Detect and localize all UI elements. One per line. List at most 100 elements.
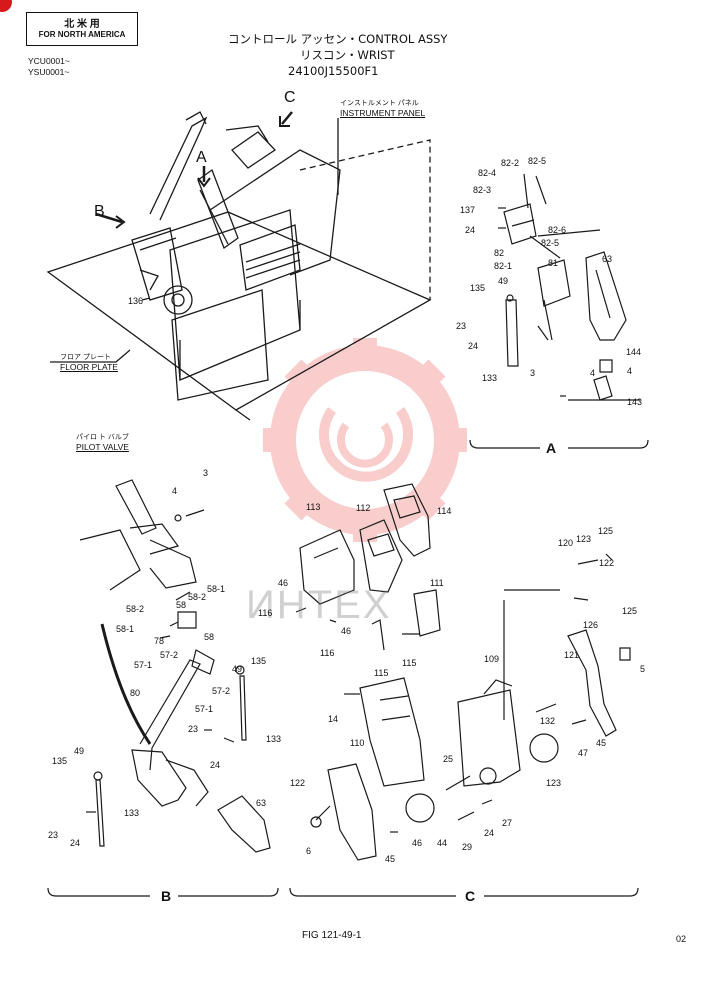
callout-section-a-82-1: 82-1 (494, 261, 513, 271)
instrument-panel-jp: インストルメント パネル (340, 100, 419, 107)
view-c-label: C (284, 89, 296, 106)
callout-section-c-120: 120 (558, 538, 574, 548)
callout-section-c-111: 111 (430, 578, 444, 588)
callout-section-a-82-2: 82-2 (501, 158, 520, 168)
section-a-title: A (542, 441, 561, 455)
callout-section-a-82: 82 (494, 248, 505, 258)
callout-section-b-58-2: 58-2 (126, 604, 145, 614)
callout-section-b-23: 23 (188, 724, 199, 734)
instrument-panel-en: INSTRUMENT PANEL (340, 108, 426, 118)
callout-overview-136: 136 (128, 296, 144, 306)
callout-section-b-3: 3 (203, 468, 209, 478)
callout-section-a-82-5: 82-5 (528, 156, 547, 166)
callout-section-b-58-1: 58-1 (116, 624, 135, 634)
callout-section-b-135: 135 (52, 756, 68, 766)
callout-section-a-4: 4 (590, 368, 596, 378)
region-en: FOR NORTH AMERICA (38, 30, 126, 39)
callout-section-a-63: 63 (602, 254, 613, 264)
region-jp: 北 米 用 (64, 19, 100, 30)
callout-section-a-23: 23 (456, 321, 467, 331)
callout-section-c-123: 123 (546, 778, 562, 788)
section-a-drawing (469, 173, 649, 449)
callout-section-b-49: 49 (74, 746, 85, 756)
callout-section-c-116: 116 (320, 648, 335, 658)
callout-section-c-109: 109 (484, 654, 500, 664)
callout-section-c-114: 114 (437, 506, 452, 516)
callout-section-a-24: 24 (468, 341, 479, 351)
callout-section-c-113: 113 (306, 502, 321, 512)
callout-section-c-45: 45 (385, 854, 396, 864)
callout-section-a-82-3: 82-3 (473, 185, 492, 195)
callout-section-a-3: 3 (530, 368, 536, 378)
floor-plate-jp: フロア プレート (60, 354, 111, 361)
callout-section-c-123: 123 (576, 534, 592, 544)
callout-section-c-46: 46 (278, 578, 289, 588)
corner-badge (0, 0, 12, 12)
callout-section-b-24: 24 (210, 760, 221, 770)
callout-section-b-58-2: 58-2 (188, 592, 207, 602)
callout-section-a-135: 135 (470, 283, 486, 293)
view-a-label: A (196, 149, 207, 166)
section-c-drawing (289, 483, 639, 897)
callout-section-b-4: 4 (172, 486, 178, 496)
callout-section-c-14: 14 (328, 714, 339, 724)
part-number: 24100J15500F1 (288, 64, 379, 78)
callout-section-c-47: 47 (578, 748, 589, 758)
callout-section-b-57-2: 57-2 (212, 686, 231, 696)
callout-section-c-122: 122 (599, 558, 615, 568)
callout-section-c-121: 121 (564, 650, 580, 660)
callout-section-c-110: 110 (350, 738, 365, 748)
callout-section-c-29: 29 (462, 842, 473, 852)
callout-section-b-80: 80 (130, 688, 141, 698)
callout-section-b-57-1: 57-1 (134, 660, 153, 670)
callout-section-a-82-4: 82-4 (478, 168, 497, 178)
callout-section-b-24: 24 (70, 838, 81, 848)
callout-section-c-44: 44 (437, 838, 448, 848)
section-b-drawing (47, 479, 279, 897)
serial-2: YSU0001~ (28, 67, 70, 77)
callout-section-b-78: 78 (154, 636, 165, 646)
callout-section-c-46: 46 (341, 626, 352, 636)
watermark-gear (263, 338, 467, 542)
callout-section-c-6: 6 (306, 846, 312, 856)
section-c-title: C (461, 889, 480, 903)
callout-section-b-63: 63 (256, 798, 267, 808)
callout-section-c-116: 116 (258, 608, 273, 618)
callout-section-c-125: 125 (622, 606, 638, 616)
callout-section-c-126: 126 (583, 620, 599, 630)
overview-drawing (46, 111, 432, 421)
callout-section-c-122: 122 (290, 778, 306, 788)
title-2: リスコン・WRIST (300, 48, 395, 62)
callout-section-a-81: 81 (548, 258, 559, 268)
callout-section-a-24: 24 (465, 225, 476, 235)
callout-section-c-125: 125 (598, 526, 614, 536)
callout-section-b-23: 23 (48, 830, 59, 840)
callout-section-c-25: 25 (443, 754, 454, 764)
callout-section-b-133: 133 (124, 808, 140, 818)
view-b-label: B (94, 203, 105, 220)
callout-section-b-57-1: 57-1 (195, 704, 214, 714)
watermark-text: ИНТЕХ (246, 583, 392, 627)
callout-section-c-45: 45 (596, 738, 607, 748)
callout-section-a-143: 143 (627, 397, 643, 407)
callout-section-c-5: 5 (640, 664, 646, 674)
figure-number: FIG 121-49-1 (302, 930, 362, 941)
callout-section-b-58-1: 58-1 (207, 584, 226, 594)
page-code: 02 (676, 934, 687, 944)
serial-1: YCU0001~ (28, 56, 70, 66)
callout-section-b-133: 133 (266, 734, 282, 744)
callout-section-c-24: 24 (484, 828, 495, 838)
callout-section-a-137: 137 (460, 205, 476, 215)
callout-section-a-144: 144 (626, 347, 642, 357)
callout-section-c-112: 112 (356, 503, 371, 513)
title-1: コントロール アッセン・CONTROL ASSY (228, 32, 448, 46)
callout-section-c-115: 115 (402, 658, 417, 668)
callout-section-c-27: 27 (502, 818, 513, 828)
pilot-valve-jp: パイロ ト バルブ (76, 434, 129, 441)
callout-section-b-135: 135 (251, 656, 267, 666)
callout-section-a-133: 133 (482, 373, 498, 383)
callout-section-a-4: 4 (627, 366, 633, 376)
callout-section-b-58: 58 (176, 600, 187, 610)
